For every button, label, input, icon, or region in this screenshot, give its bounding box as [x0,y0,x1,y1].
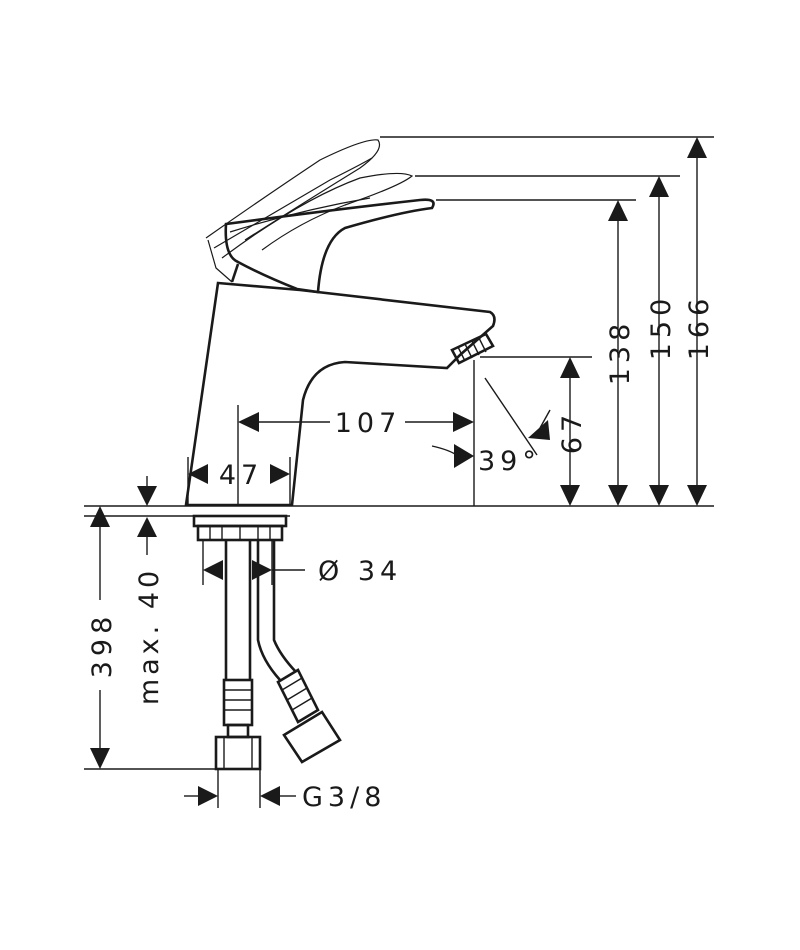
hose-left [224,540,252,680]
label-shank-diameter: Ø 34 [318,556,402,587]
lever-ghost-positions [205,139,414,283]
label-connection-thread: G3/8 [302,782,386,813]
faucet-body [184,139,496,507]
hose-left-nut [214,735,262,771]
lever-handle [224,198,435,294]
aerator [450,332,495,365]
dimension-labels: 166 150 138 67 107 39° 47 Ø 34 398 max. … [87,294,715,813]
label-body-diameter: 47 [219,460,263,491]
label-mount-thickness: max. 40 [134,567,165,705]
label-spout-height: 67 [557,410,588,454]
label-lever-angle: 39° [478,446,541,477]
dimension-lines [84,136,714,808]
label-hose-length: 398 [87,612,118,679]
label-height-body: 138 [605,319,636,386]
mounting-hardware [84,505,714,771]
hose-right [256,540,297,681]
label-spout-projection: 107 [335,408,402,439]
label-height-lever-top: 150 [646,294,677,361]
label-height-total: 166 [684,294,715,361]
hose-right-nut [282,710,342,764]
